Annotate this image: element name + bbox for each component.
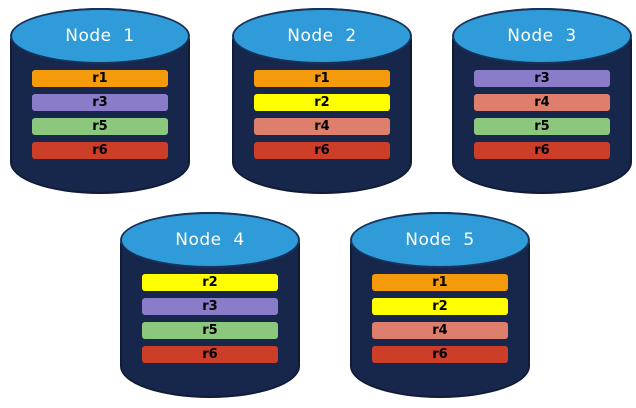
- node-2[interactable]: Node 2 r1 r2 r4 r6: [232, 8, 412, 194]
- replica-bar-r4[interactable]: r4: [371, 321, 509, 339]
- replica-bar-r6[interactable]: r6: [141, 345, 279, 363]
- node-label: Node 1: [65, 26, 135, 47]
- replica-label: r6: [534, 142, 550, 158]
- replica-bar-r2[interactable]: r2: [371, 297, 509, 315]
- node-label: Node 5: [405, 230, 475, 251]
- replica-bar-r6[interactable]: r6: [473, 141, 611, 159]
- node-3[interactable]: Node 3 r3 r4 r5 r6: [452, 8, 632, 194]
- replica-label: r3: [92, 94, 108, 110]
- cylinder-top-ellipse: Node 1: [10, 8, 190, 64]
- replica-list: r3 r4 r5 r6: [473, 64, 611, 159]
- node-1[interactable]: Node 1 r1 r3 r5 r6: [10, 8, 190, 194]
- replica-bar-r3[interactable]: r3: [141, 297, 279, 315]
- replica-bar-r6[interactable]: r6: [371, 345, 509, 363]
- cylinder-top-ellipse: Node 4: [120, 212, 300, 268]
- replica-label: r4: [534, 94, 550, 110]
- replica-bar-r2[interactable]: r2: [141, 273, 279, 291]
- replica-list: r1 r2 r4 r6: [371, 268, 509, 363]
- replica-label: r3: [534, 70, 550, 86]
- replica-label: r1: [432, 274, 448, 290]
- replica-label: r6: [314, 142, 330, 158]
- replica-label: r6: [432, 346, 448, 362]
- replica-bar-r6[interactable]: r6: [31, 141, 169, 159]
- replica-bar-r1[interactable]: r1: [31, 69, 169, 87]
- replica-label: r1: [314, 70, 330, 86]
- replica-bar-r5[interactable]: r5: [31, 117, 169, 135]
- replica-bar-r2[interactable]: r2: [253, 93, 391, 111]
- replica-label: r2: [432, 298, 448, 314]
- replica-bar-r5[interactable]: r5: [473, 117, 611, 135]
- cylinder-top-ellipse: Node 2: [232, 8, 412, 64]
- replica-bar-r6[interactable]: r6: [253, 141, 391, 159]
- replica-list: r1 r2 r4 r6: [253, 64, 391, 159]
- replica-bar-r4[interactable]: r4: [473, 93, 611, 111]
- replica-bar-r3[interactable]: r3: [31, 93, 169, 111]
- cylinder-top-ellipse: Node 5: [350, 212, 530, 268]
- node-5[interactable]: Node 5 r1 r2 r4 r6: [350, 212, 530, 398]
- replica-bar-r4[interactable]: r4: [253, 117, 391, 135]
- replica-label: r4: [432, 322, 448, 338]
- replica-label: r2: [202, 274, 218, 290]
- replica-bar-r5[interactable]: r5: [141, 321, 279, 339]
- replica-label: r6: [92, 142, 108, 158]
- replica-label: r1: [92, 70, 108, 86]
- node-label: Node 2: [287, 26, 357, 47]
- replica-label: r3: [202, 298, 218, 314]
- replica-label: r5: [202, 322, 218, 338]
- replica-list: r2 r3 r5 r6: [141, 268, 279, 363]
- replica-list: r1 r3 r5 r6: [31, 64, 169, 159]
- replica-bar-r1[interactable]: r1: [371, 273, 509, 291]
- replica-label: r6: [202, 346, 218, 362]
- replica-bar-r1[interactable]: r1: [253, 69, 391, 87]
- replica-label: r5: [92, 118, 108, 134]
- replica-label: r4: [314, 118, 330, 134]
- replica-label: r2: [314, 94, 330, 110]
- node-label: Node 4: [175, 230, 245, 251]
- replica-bar-r3[interactable]: r3: [473, 69, 611, 87]
- cylinder-top-ellipse: Node 3: [452, 8, 632, 64]
- replica-label: r5: [534, 118, 550, 134]
- node-4[interactable]: Node 4 r2 r3 r5 r6: [120, 212, 300, 398]
- node-label: Node 3: [507, 26, 577, 47]
